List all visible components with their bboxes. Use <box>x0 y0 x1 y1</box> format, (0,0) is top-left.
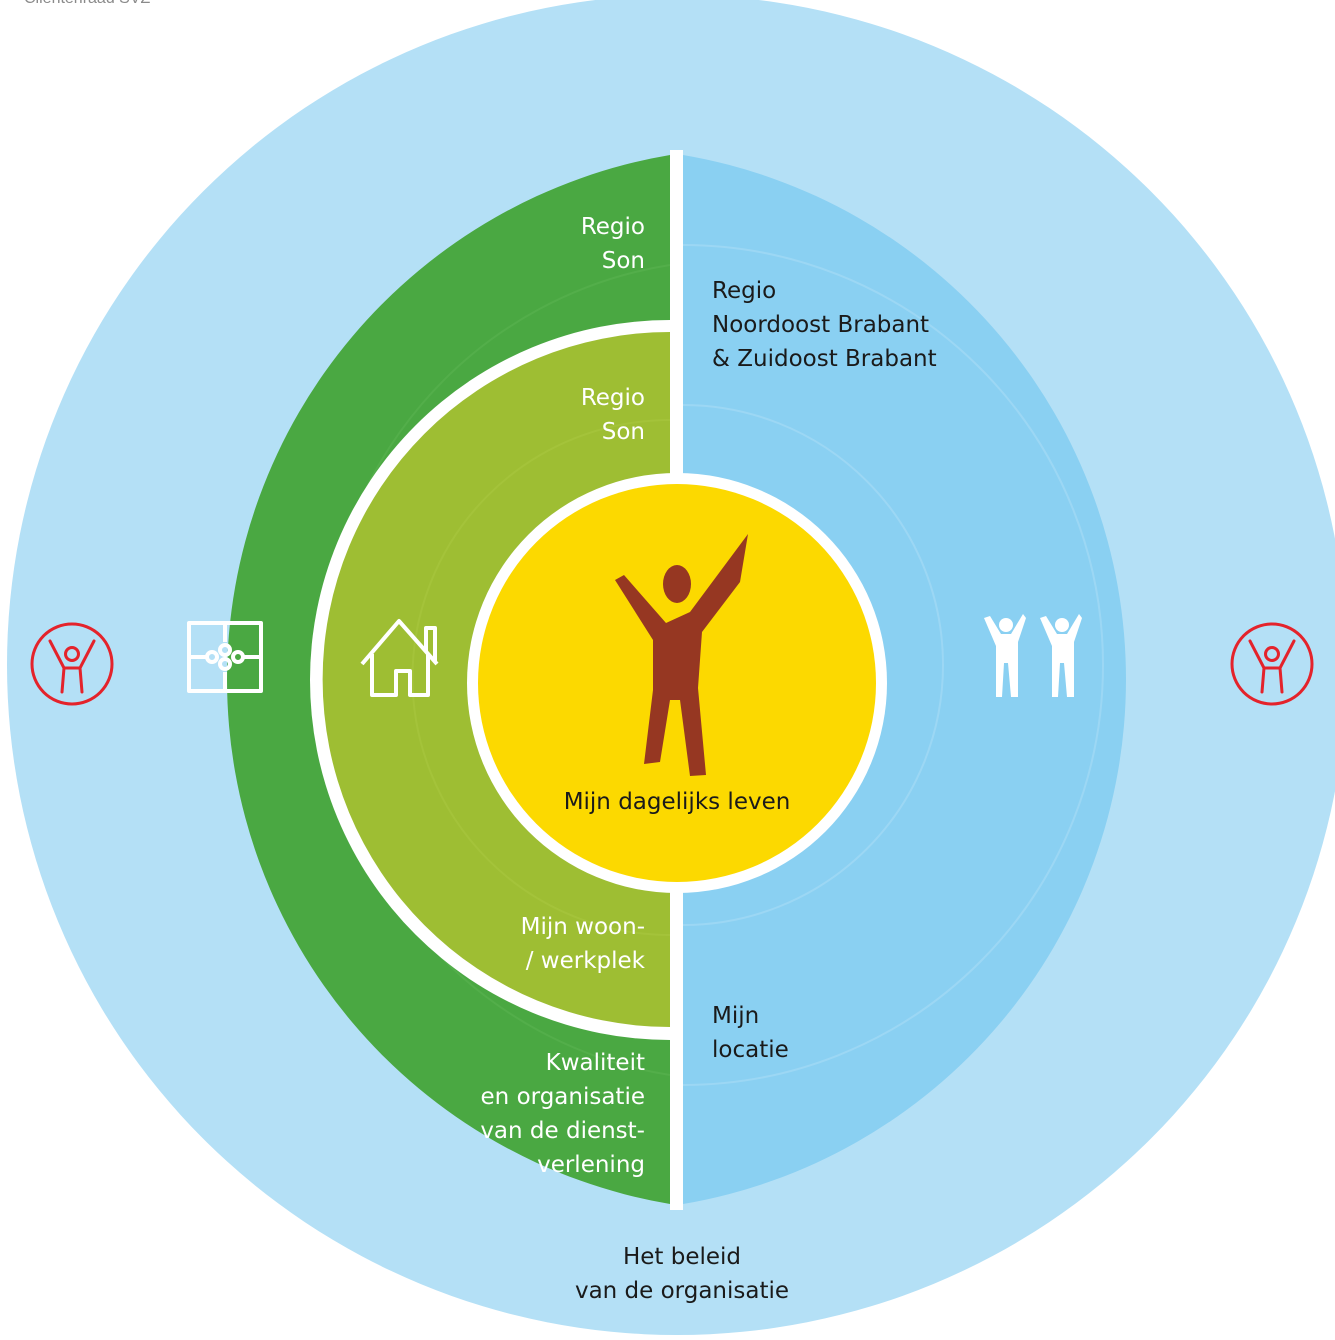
label-center: Mijn dagelijks leven <box>563 789 791 815</box>
label-line: Son <box>601 248 645 274</box>
two-people-icon <box>984 614 1082 697</box>
right-half-ring <box>683 155 1126 1204</box>
label-line: Het beleid <box>622 1244 742 1270</box>
label-line: Regio <box>580 385 645 411</box>
label-line: Regio <box>712 278 777 304</box>
person-arms-raised-icon <box>615 534 748 776</box>
right-logo-icon <box>1230 622 1314 706</box>
label-line: verlening <box>537 1152 645 1178</box>
label-outer-bottom: Het beleid van de organisatie <box>527 1240 837 1308</box>
header-title: Cliëntenraad SVZ <box>24 0 150 8</box>
label-line: Mijn <box>712 1003 760 1029</box>
label-line: Son <box>601 419 645 445</box>
left-inner-guide-ring <box>411 419 671 936</box>
label-right-bottom: Mijn locatie <box>712 999 789 1067</box>
label-line: Noordoost Brabant <box>712 312 930 338</box>
house-icon <box>360 619 439 697</box>
label-left-inner-top: Regio Son <box>581 381 645 449</box>
label-line: Mijn woon- <box>520 914 645 940</box>
label-line: / werkplek <box>525 948 645 974</box>
puzzle-icon <box>187 621 263 693</box>
label-left-outer-top: Regio Son <box>581 210 645 278</box>
label-line: van de organisatie <box>574 1278 790 1304</box>
label-line: Regio <box>580 214 645 240</box>
label-line: van de dienst- <box>480 1118 645 1144</box>
right-guide-ring-inner <box>682 404 944 926</box>
label-line: en organisatie <box>480 1084 645 1110</box>
label-right-top: Regio Noordoost Brabant & Zuidoost Braba… <box>712 274 937 376</box>
label-line: locatie <box>712 1037 789 1063</box>
label-left-inner-bottom: Mijn woon- / werkplek <box>521 910 645 978</box>
label-line: Kwaliteit <box>545 1050 645 1076</box>
right-guide-ring <box>682 244 1104 1086</box>
label-line: & Zuidoost Brabant <box>712 346 937 372</box>
label-left-outer-bottom: Kwaliteit en organisatie van de dienst- … <box>480 1046 645 1182</box>
left-logo-icon <box>30 622 114 706</box>
